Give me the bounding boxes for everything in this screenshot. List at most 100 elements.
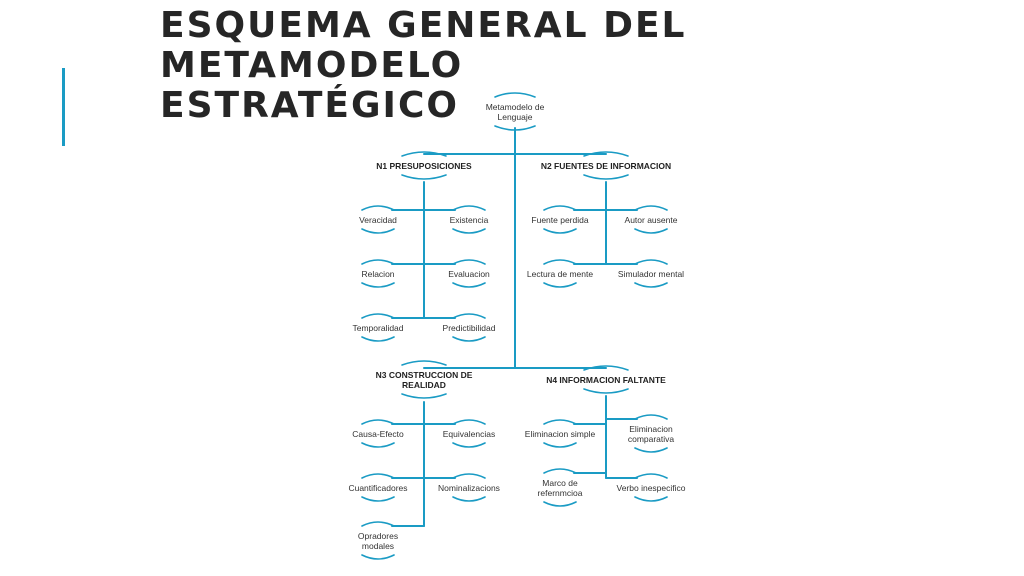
n2-item-2-line: Lectura de mente [527,269,593,279]
n3-item-2-bottom-arc [361,496,395,502]
n2-title-top-arc [583,151,629,157]
n2-title: N2 FUENTES DE INFORMACION [541,161,671,171]
n3-item-3: Nominalizacions [438,483,500,493]
n2-item-2-bottom-arc [543,282,577,288]
n2-item-0: Fuente perdida [531,215,588,225]
n3-item-1: Equivalencias [443,429,495,439]
n1-item-0-line: Veracidad [359,215,397,225]
n3-item-4-top-arc [361,521,395,527]
n1-item-5-bottom-arc [452,336,486,342]
n4-title: N4 INFORMACION FALTANTE [546,375,666,385]
n4-item-2-line: refernmcioa [538,488,583,498]
n3-item-3-top-arc [452,473,486,479]
n2-item-1-bottom-arc [634,228,668,234]
n3-item-1-line: Equivalencias [443,429,495,439]
n1-item-3-bottom-arc [452,282,486,288]
n3-title-bottom-arc [401,393,447,399]
n4-item-1-top-arc [634,414,668,420]
n3-item-3-bottom-arc [452,496,486,502]
n1-item-2: Relacion [361,269,394,279]
n4-item-0-top-arc [543,419,577,425]
n3-item-3-line: Nominalizacions [438,483,500,493]
n4-item-1-bottom-arc [634,447,668,453]
accent-bar [62,68,65,146]
n3-item-4-bottom-arc [361,554,395,560]
n3-item-4-line: Opradores [358,531,398,541]
n2-item-0-line: Fuente perdida [531,215,588,225]
n3-item-2-top-arc [361,473,395,479]
n4-item-3-line: Verbo inespecifico [617,483,686,493]
n3-item-0-bottom-arc [361,442,395,448]
n4-title-top-arc [583,365,629,371]
n1-item-2-top-arc [361,259,395,265]
n3-item-1-bottom-arc [452,442,486,448]
n3-item-1-top-arc [452,419,486,425]
n4-item-2-top-arc [543,468,577,474]
n2-item-1: Autor ausente [625,215,678,225]
n3-item-2-line: Cuantificadores [348,483,407,493]
n4-item-2-bottom-arc [543,501,577,507]
n2-item-3: Simulador mental [618,269,684,279]
root-node-line: Lenguaje [498,112,533,122]
n2-item-1-line: Autor ausente [625,215,678,225]
n2-title-line: N2 FUENTES DE INFORMACION [541,161,671,171]
n2-item-3-top-arc [634,259,668,265]
n4-item-1-line: Eliminacion [629,424,673,434]
n3-item-0-top-arc [361,419,395,425]
n3-item-2: Cuantificadores [348,483,407,493]
n1-item-4-line: Temporalidad [352,323,403,333]
n3-title-line: REALIDAD [402,380,446,390]
n1-title-top-arc [401,151,447,157]
n1-item-0-bottom-arc [361,228,395,234]
n1-item-1-line: Existencia [450,215,489,225]
n2-title-bottom-arc [583,174,629,180]
n2-item-2-top-arc [543,259,577,265]
n1-item-3: Evaluacion [448,269,490,279]
n1-item-5-line: Predictibilidad [443,323,496,333]
n1-item-1-top-arc [452,205,486,211]
root-node-line: Metamodelo de [486,102,545,112]
slide-title: ESQUEMA GENERAL DEL METAMODELO ESTRATÉGI… [160,6,980,126]
n1-item-0-top-arc [361,205,395,211]
n1-item-2-line: Relacion [361,269,394,279]
n2-item-0-bottom-arc [543,228,577,234]
n3-title-line: N3 CONSTRUCCION DE [376,370,473,380]
n2-item-0-top-arc [543,205,577,211]
n1-item-0: Veracidad [359,215,397,225]
n3-item-4-line: modales [362,541,394,551]
n4-item-1-line: comparativa [628,434,675,444]
n4-item-3-top-arc [634,473,668,479]
root-node-top-arc [494,92,536,98]
n1-item-3-top-arc [452,259,486,265]
root-node-bottom-arc [494,125,536,131]
n1-title-bottom-arc [401,174,447,180]
n4-title-bottom-arc [583,388,629,394]
n4-item-3: Verbo inespecifico [617,483,686,493]
slide-title-line-1: ESQUEMA GENERAL DEL METAMODELO [160,5,687,86]
n4-item-3-bottom-arc [634,496,668,502]
n1-item-4-top-arc [361,313,395,319]
n2-item-3-line: Simulador mental [618,269,684,279]
n2-item-1-top-arc [634,205,668,211]
n1-title: N1 PRESUPOSICIONES [376,161,472,171]
n1-item-2-bottom-arc [361,282,395,288]
n3-item-0-line: Causa-Efecto [352,429,404,439]
n1-item-5: Predictibilidad [443,323,496,333]
n1-item-1-bottom-arc [452,228,486,234]
n2-item-2: Lectura de mente [527,269,593,279]
n4-title-line: N4 INFORMACION FALTANTE [546,375,666,385]
n1-item-4: Temporalidad [352,323,403,333]
n2-item-3-bottom-arc [634,282,668,288]
n1-item-1: Existencia [450,215,489,225]
n4-item-2-line: Marco de [542,478,578,488]
n1-item-5-top-arc [452,313,486,319]
slide-title-line-2: ESTRATÉGICO [160,85,459,126]
n3-title-top-arc [401,360,447,366]
n4-item-0-line: Eliminacion simple [525,429,596,439]
